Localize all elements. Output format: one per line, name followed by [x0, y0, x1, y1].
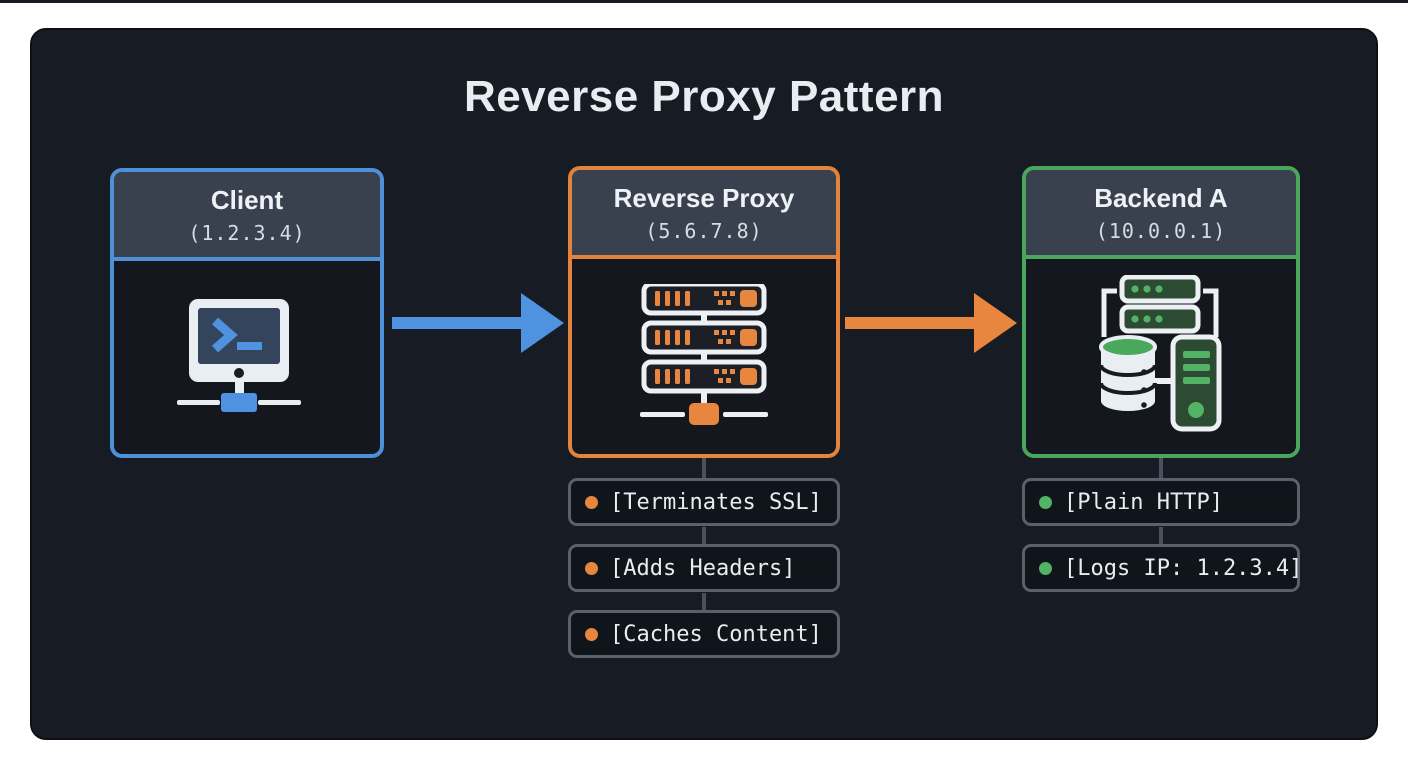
node-client-title: Client: [210, 184, 284, 215]
node-backend-body: [1026, 259, 1296, 454]
connector-tag1-tag2: [702, 527, 706, 545]
tag-logs-ip: [Logs IP: 1.2.3.4]: [1022, 544, 1303, 592]
tag-label: [Logs IP: 1.2.3.4]: [1064, 555, 1303, 581]
server-stack-icon: [640, 283, 768, 425]
node-client-ip: (1.2.3.4): [188, 220, 306, 245]
node-client-body: [114, 261, 380, 454]
tag-caches-content: [Caches Content]: [568, 610, 840, 658]
tag-label: [Terminates SSL]: [610, 489, 822, 515]
node-backend-title: Backend A: [1094, 182, 1228, 213]
node-client: Client (1.2.3.4): [110, 168, 384, 458]
green-bullet-icon: [1039, 561, 1052, 575]
orange-bullet-icon: [585, 561, 598, 575]
tag-plain-http: [Plain HTTP]: [1022, 478, 1300, 526]
tag-label: [Caches Content]: [610, 621, 822, 647]
connector-proxy-tag1: [702, 458, 706, 479]
arrow-client-to-proxy: [392, 293, 564, 353]
top-edge-strip: [0, 0, 1408, 3]
database-server-icon: [1099, 274, 1222, 431]
node-backend-a: Backend A (10.0.0.1): [1022, 166, 1300, 458]
terminal-monitor-icon: [177, 298, 301, 412]
tag-label: [Plain HTTP]: [1064, 489, 1223, 515]
node-proxy-header: Reverse Proxy (5.6.7.8): [572, 170, 836, 259]
node-proxy-title: Reverse Proxy: [613, 182, 795, 213]
green-bullet-icon: [1039, 495, 1052, 509]
orange-bullet-icon: [585, 495, 598, 509]
node-proxy-body: [572, 259, 836, 454]
node-proxy-ip: (5.6.7.8): [645, 218, 763, 243]
tag-adds-headers: [Adds Headers]: [568, 544, 840, 592]
node-backend-header: Backend A (10.0.0.1): [1026, 170, 1296, 259]
node-backend-ip: (10.0.0.1): [1095, 218, 1227, 243]
connector-backend-tag1: [1159, 458, 1163, 479]
node-client-header: Client (1.2.3.4): [114, 172, 380, 261]
node-reverse-proxy: Reverse Proxy (5.6.7.8): [568, 166, 840, 458]
tag-label: [Adds Headers]: [610, 555, 796, 581]
connector-backend-tag1-tag2: [1159, 527, 1163, 545]
connector-tag2-tag3: [702, 593, 706, 611]
arrow-proxy-to-backend: [845, 293, 1017, 353]
tag-terminates-ssl: [Terminates SSL]: [568, 478, 840, 526]
orange-bullet-icon: [585, 627, 598, 641]
diagram-title: Reverse Proxy Pattern: [463, 72, 945, 121]
